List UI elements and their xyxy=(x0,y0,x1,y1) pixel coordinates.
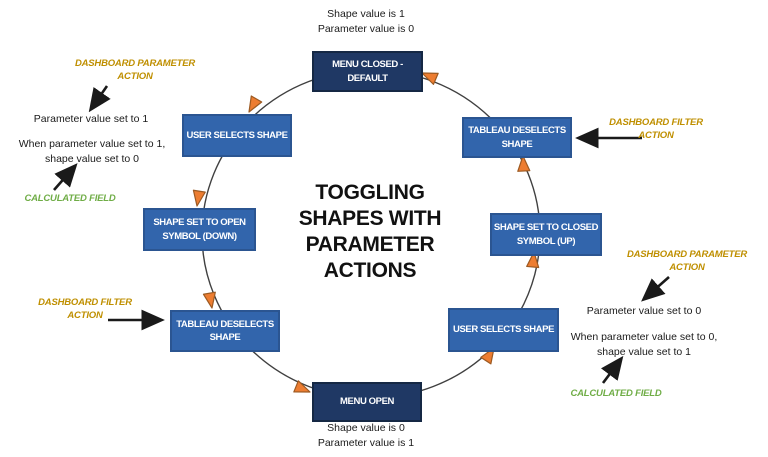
annotation-line: Parameter value is 1 xyxy=(317,436,415,449)
annotation-line: ACTION xyxy=(638,130,674,141)
annotation-line: When parameter value set to 0, xyxy=(570,331,718,343)
diagram-title: TOGGLING SHAPES WITH PARAMETER ACTIONS xyxy=(286,180,454,284)
flow-arrowhead-into-tableau-deselects-right xyxy=(517,155,531,172)
annotation-right-parameter-result: Parameter value set to 0 xyxy=(575,304,713,319)
annotation-line: Shape value is 0 xyxy=(327,422,405,434)
node-tableau-deselects-right: TABLEAU DESELECTS SHAPE xyxy=(462,117,572,158)
flow-arrowhead-into-user-selects-left xyxy=(248,95,263,113)
label-right-calculated-field: CALCULATED FIELD xyxy=(566,387,666,402)
annotation-line: Parameter value set to 1 xyxy=(33,113,149,125)
annotation-top-state: Shape value is 1 Parameter value is 0 xyxy=(300,7,432,36)
annotation-left-calculated-text: When parameter value set to 1, shape val… xyxy=(11,137,173,166)
node-label: USER SELECTS SHAPE xyxy=(186,129,288,141)
node-shape-set-open: SHAPE SET TO OPEN SYMBOL (DOWN) xyxy=(143,208,256,251)
title-line: PARAMETER xyxy=(305,233,435,256)
title-line: TOGGLING xyxy=(315,181,425,204)
node-label: MENU CLOSED - xyxy=(332,59,403,71)
flow-arrowhead-into-menu-closed xyxy=(421,72,439,85)
label-right-dashboard-filter-action: DASHBOARD FILTER ACTION xyxy=(597,116,715,142)
annotation-line: ACTION xyxy=(67,310,103,321)
arrow-left-calculated-field xyxy=(53,163,78,191)
arrow-right-parameter-action xyxy=(641,276,670,302)
annotation-line: ACTION xyxy=(117,71,153,82)
annotation-line: DASHBOARD FILTER xyxy=(609,117,703,128)
annotation-line: shape value set to 0 xyxy=(45,152,139,165)
label-left-dashboard-parameter-action: DASHBOARD PARAMETER ACTION xyxy=(55,57,215,83)
flow-arrowhead-into-shape-set-open xyxy=(192,189,206,207)
flow-arrowhead-into-shape-set-closed xyxy=(526,251,540,269)
annotation-line: When parameter value set to 1, xyxy=(18,138,166,150)
label-right-dashboard-parameter-action: DASHBOARD PARAMETER ACTION xyxy=(617,248,757,274)
node-label: USER SELECTS SHAPE xyxy=(452,324,555,336)
node-label: SHAPE xyxy=(501,138,533,150)
annotation-line: DASHBOARD PARAMETER xyxy=(626,249,748,260)
node-label: MENU OPEN xyxy=(340,396,394,408)
node-label: SHAPE xyxy=(209,332,241,343)
annotation-line: CALCULATED FIELD xyxy=(24,193,116,204)
node-user-selects-shape-right: USER SELECTS SHAPE xyxy=(448,308,559,352)
annotation-line: shape value set to 1 xyxy=(597,345,691,358)
annotation-line: Parameter value set to 0 xyxy=(586,305,702,317)
node-menu-open: MENU OPEN xyxy=(312,382,422,422)
node-shape-set-closed: SHAPE SET TO CLOSED SYMBOL (UP) xyxy=(490,213,602,256)
annotation-line: DASHBOARD PARAMETER xyxy=(74,58,196,69)
annotation-right-calculated-text: When parameter value set to 0, shape val… xyxy=(563,330,725,359)
flow-arrowhead-into-menu-open xyxy=(293,380,311,393)
annotation-line: ACTION xyxy=(669,262,705,273)
annotation-line: Shape value is 1 xyxy=(327,8,405,20)
arrow-right-calculated-field xyxy=(600,355,624,384)
flow-arrowhead-into-tableau-deselects-left xyxy=(202,291,216,309)
annotation-line: DASHBOARD FILTER xyxy=(38,297,132,308)
title-line: SHAPES WITH xyxy=(298,207,442,230)
node-label: TABLEAU DESELECTS xyxy=(176,318,274,330)
node-user-selects-shape-left: USER SELECTS SHAPE xyxy=(182,114,292,157)
node-label: SYMBOL (UP) xyxy=(516,235,576,247)
label-left-calculated-field: CALCULATED FIELD xyxy=(20,192,120,207)
node-label: SHAPE SET TO CLOSED xyxy=(493,222,599,234)
node-menu-closed-default: MENU CLOSED - DEFAULT xyxy=(312,51,423,92)
annotation-left-parameter-result: Parameter value set to 1 xyxy=(22,112,160,127)
annotation-line: Parameter value is 0 xyxy=(317,22,415,35)
annotation-bottom-state: Shape value is 0 Parameter value is 1 xyxy=(300,421,432,450)
title-line: ACTIONS xyxy=(323,259,417,282)
annotation-line: CALCULATED FIELD xyxy=(570,388,662,399)
node-label: TABLEAU DESELECTS xyxy=(468,125,566,137)
node-label: SHAPE SET TO OPEN xyxy=(153,217,246,229)
label-left-dashboard-filter-action: DASHBOARD FILTER ACTION xyxy=(33,296,137,322)
node-label: SYMBOL (DOWN) xyxy=(162,230,237,242)
node-label: DEFAULT xyxy=(347,72,388,84)
node-tableau-deselects-left: TABLEAU DESELECTS SHAPE xyxy=(170,310,280,352)
arrow-left-parameter-action xyxy=(88,85,111,113)
